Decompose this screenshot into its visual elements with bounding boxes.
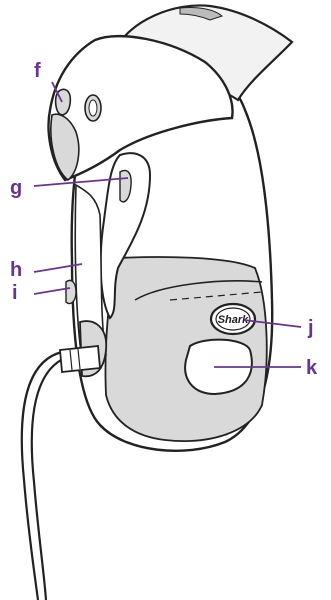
- callout-line-i: [34, 288, 70, 294]
- callout-label-j: j: [307, 317, 314, 339]
- lock-switch-i: [66, 280, 76, 303]
- callout-label-i: i: [12, 282, 18, 304]
- callout-label-h: h: [10, 259, 22, 281]
- callout-label-g: g: [10, 177, 22, 199]
- callout-label-k: k: [306, 357, 318, 379]
- power-cord: [22, 352, 70, 600]
- head-round-button-inner: [89, 100, 97, 116]
- callout-label-f: f: [34, 60, 41, 82]
